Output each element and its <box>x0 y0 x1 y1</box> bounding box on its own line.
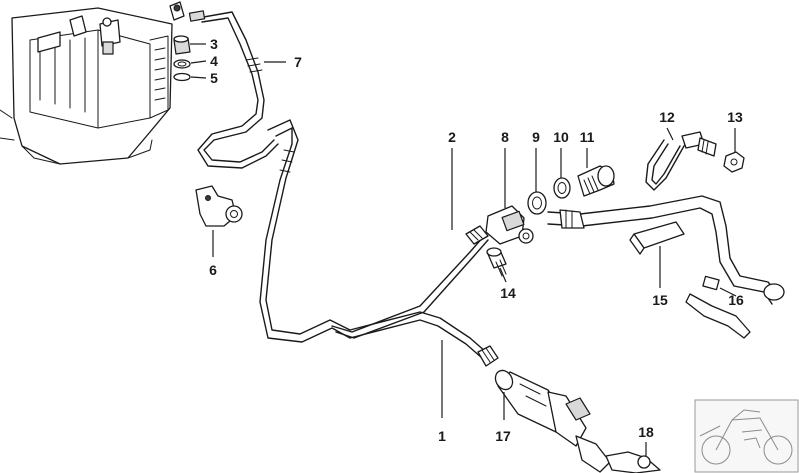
callout-9: 9 <box>532 129 540 145</box>
callout-11: 11 <box>580 129 595 145</box>
callout-17: 17 <box>495 428 511 444</box>
callout-10: 10 <box>553 129 569 145</box>
washer-9 <box>527 191 547 215</box>
callout-3: 3 <box>210 36 218 52</box>
pushrod-18 <box>605 451 661 473</box>
o-ring-4 <box>173 59 191 69</box>
callout-labels: 1 2 3 4 5 6 7 8 9 10 11 12 13 14 15 16 1… <box>209 36 744 444</box>
callout-15: 15 <box>652 292 668 308</box>
o-ring-5 <box>173 72 191 82</box>
nut-13 <box>723 151 745 173</box>
brake-line-main <box>259 119 487 359</box>
leader-16 <box>719 287 737 297</box>
callout-16: 16 <box>728 292 744 308</box>
brake-line-7 <box>188 10 279 169</box>
leader-4 <box>190 60 207 64</box>
bracket-6 <box>195 185 243 227</box>
hose-clip-15 <box>629 221 685 255</box>
callout-6: 6 <box>209 262 217 278</box>
fitting-sleeve-3 <box>173 35 191 55</box>
callout-13: 13 <box>727 109 743 125</box>
callout-5: 5 <box>210 70 218 86</box>
callout-7: 7 <box>294 54 302 70</box>
line-fitting-lower <box>477 345 499 367</box>
wire-clip-12 <box>645 131 717 191</box>
callout-4: 4 <box>210 53 218 69</box>
callout-2: 2 <box>448 129 456 145</box>
callout-14: 14 <box>500 285 516 301</box>
leader-lines <box>190 43 737 456</box>
bolt-14 <box>486 247 507 277</box>
leader-5 <box>190 76 207 79</box>
abs-modulator-unit <box>0 1 185 165</box>
brake-line-2 <box>331 225 489 339</box>
brake-hose-rear <box>547 195 785 305</box>
cable-tie-16 <box>685 275 751 339</box>
leader-14 <box>499 267 507 283</box>
callout-8: 8 <box>501 129 509 145</box>
callout-1: 1 <box>438 428 446 444</box>
callout-18: 18 <box>638 424 654 440</box>
motorcycle-thumbnail <box>694 399 799 473</box>
master-cylinder-17 <box>494 369 611 473</box>
banjo-bolt-11 <box>577 165 615 197</box>
union-8 <box>485 205 534 245</box>
callout-12: 12 <box>659 109 675 125</box>
washer-10 <box>553 177 571 199</box>
leader-12 <box>666 127 674 141</box>
